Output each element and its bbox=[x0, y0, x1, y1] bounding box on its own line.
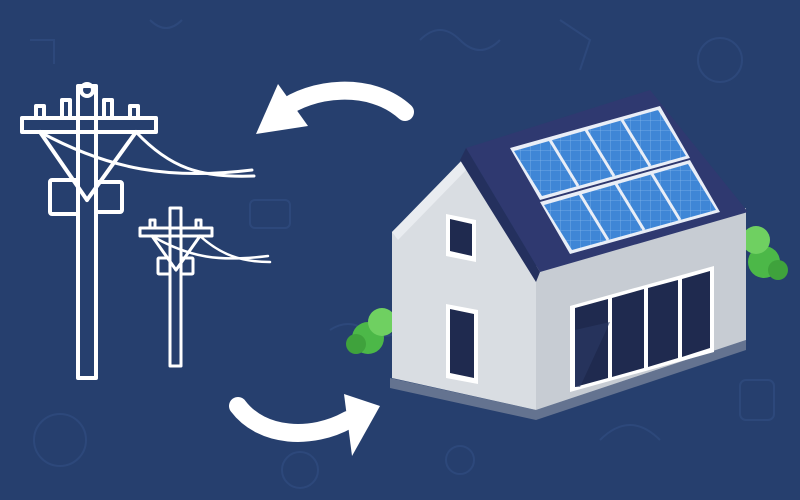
shrub-left bbox=[346, 308, 396, 354]
window-ground bbox=[446, 304, 478, 384]
glass-doors bbox=[570, 266, 714, 392]
curved-arrow-right-icon bbox=[229, 394, 380, 456]
curved-arrow-left-icon bbox=[256, 81, 414, 134]
solar-panels bbox=[510, 106, 720, 254]
solar-house-icon bbox=[346, 90, 788, 420]
utility-pole-icon bbox=[20, 82, 256, 380]
background-doodle-pattern bbox=[30, 19, 775, 489]
utility-pole-small-icon bbox=[138, 206, 272, 368]
window-attic bbox=[446, 214, 476, 262]
shrub-right bbox=[742, 226, 788, 280]
